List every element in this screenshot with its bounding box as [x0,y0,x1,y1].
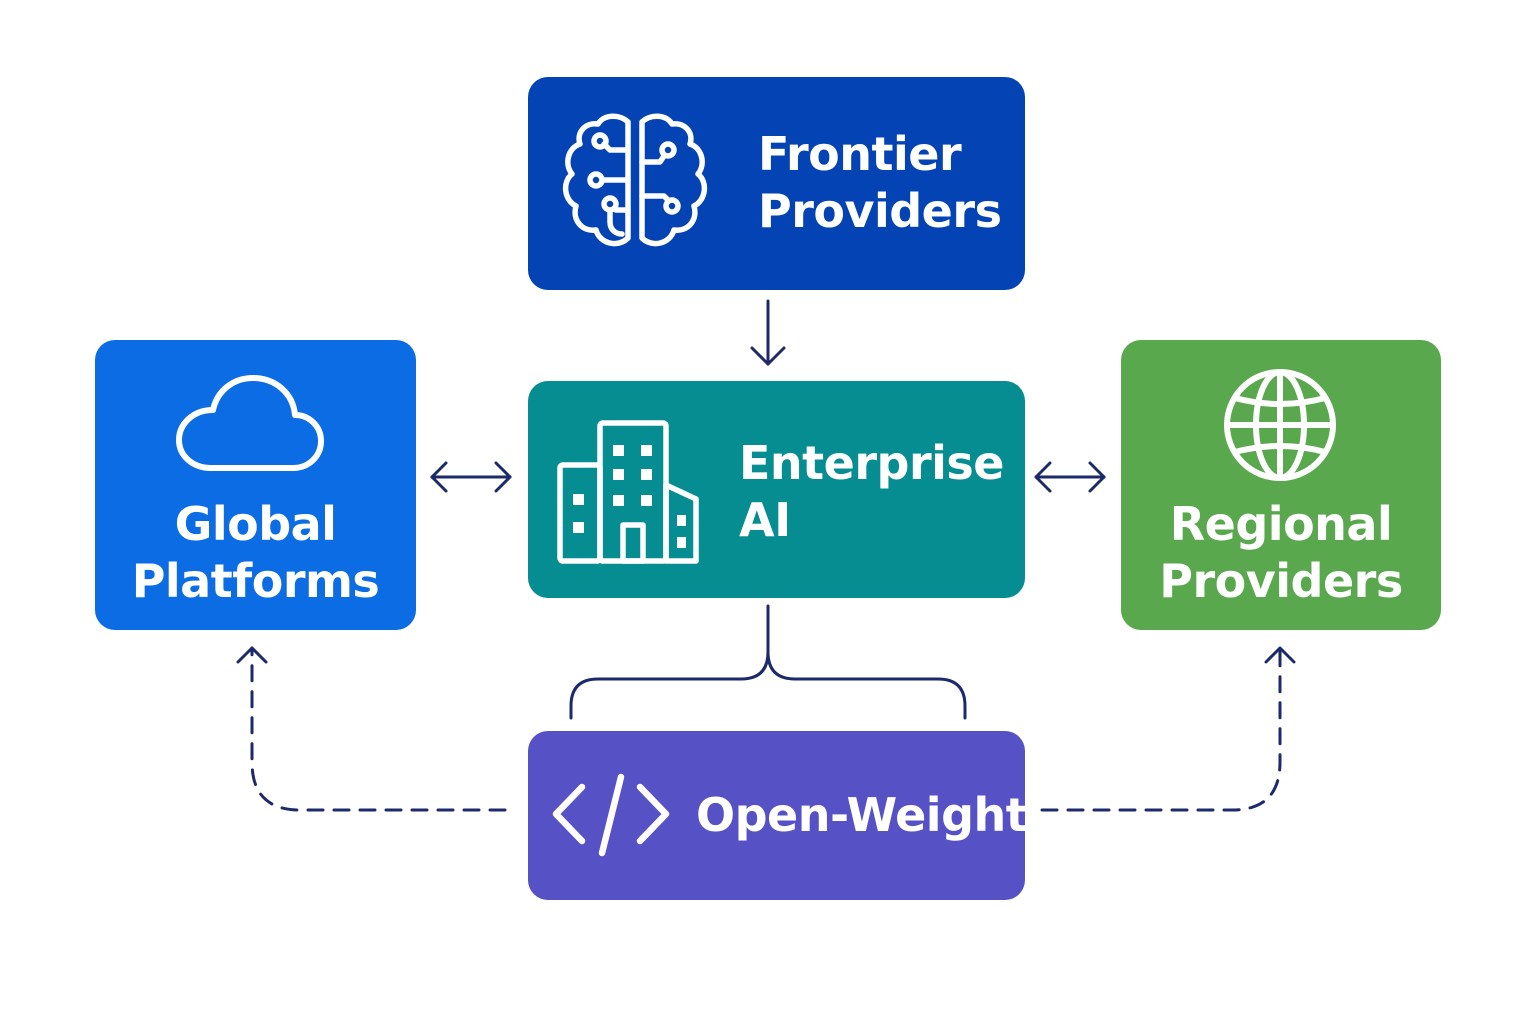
node-open-weight: Open-Weight [528,731,1028,900]
edge-openweight-to-global-dashed [236,646,507,812]
edge-frontier-to-enterprise [750,299,786,366]
edge-enterprise-openweight-bracket [569,604,967,720]
node-regional-label: Regional Providers [1159,497,1403,608]
edge-openweight-to-regional-dashed [1040,646,1296,812]
node-enterprise-ai: Enterprise AI [528,381,1025,598]
node-openweight-label: Open-Weight [696,788,1028,842]
globe-icon [1221,366,1339,484]
edge-global-enterprise-bidirectional [430,461,512,493]
node-global-platforms: Global Platforms [95,340,416,630]
node-frontier-label: Frontier Providers [758,127,1002,238]
cloud-icon [175,374,325,474]
node-global-label: Global Platforms [131,497,380,608]
office-building-icon [556,419,704,565]
node-regional-providers: Regional Providers [1121,340,1441,630]
node-enterprise-label: Enterprise AI [739,436,1005,547]
brain-circuit-icon [560,110,710,256]
code-icon [552,771,670,857]
edge-enterprise-regional-bidirectional [1034,461,1106,493]
node-frontier-providers: Frontier Providers [528,77,1025,290]
